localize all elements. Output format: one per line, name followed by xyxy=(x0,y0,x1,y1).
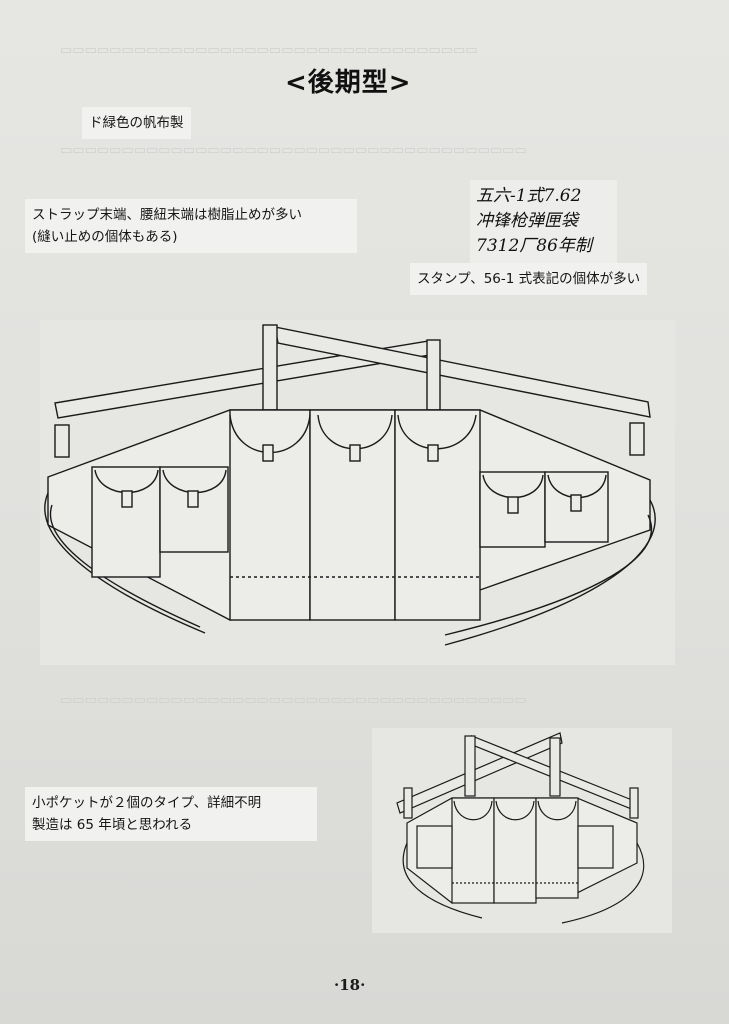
stamp-note: スタンプ、56-1 式表記の個体が多い xyxy=(410,263,648,295)
page-number: ·18· xyxy=(334,976,366,994)
page-title: <後期型> xyxy=(285,68,412,98)
strap-end-note-line2: (縫い止めの個体もある) xyxy=(32,229,178,245)
small-pocket-note-line2: 製造は 65 年頃と思われる xyxy=(32,817,193,833)
stamp-line2: 冲锋枪弹匣袋 xyxy=(476,211,578,231)
bleed-through-text: ▭▭▭▭▭▭▭▭▭▭▭▭▭▭▭▭▭▭▭▭▭▭▭▭▭▭▭▭▭▭▭▭▭▭▭▭▭▭ xyxy=(60,143,527,158)
stamp-line3: 7312厂86年制 xyxy=(476,236,592,256)
small-pocket-note: 小ポケットが２個のタイプ、詳細不明 製造は 65 年頃と思われる xyxy=(25,787,317,841)
bleed-through-text: ▭▭▭▭▭▭▭▭▭▭▭▭▭▭▭▭▭▭▭▭▭▭▭▭▭▭▭▭▭▭▭▭▭▭ xyxy=(60,43,478,58)
bleed-through-text: ▭▭▭▭▭▭▭▭▭▭▭▭▭▭▭▭▭▭▭▭▭▭▭▭▭▭▭▭▭▭▭▭▭▭▭▭▭▭ xyxy=(60,693,527,708)
late-type-pouch-illustration xyxy=(40,320,675,665)
material-label: ド緑色の帆布製 xyxy=(82,107,191,139)
small-pocket-type-illustration xyxy=(372,728,672,933)
strap-end-note: ストラップ末端、腰紐末端は樹脂止めが多い (縫い止めの個体もある) xyxy=(25,199,357,253)
stamp-line1: 五六-1式7.62 xyxy=(476,186,582,206)
strap-end-note-line1: ストラップ末端、腰紐末端は樹脂止めが多い xyxy=(32,207,302,223)
handwritten-stamp-inscription: 五六-1式7.62 冲锋枪弹匣袋 7312厂86年制 xyxy=(470,180,617,263)
small-pocket-note-line1: 小ポケットが２個のタイプ、詳細不明 xyxy=(32,795,262,811)
